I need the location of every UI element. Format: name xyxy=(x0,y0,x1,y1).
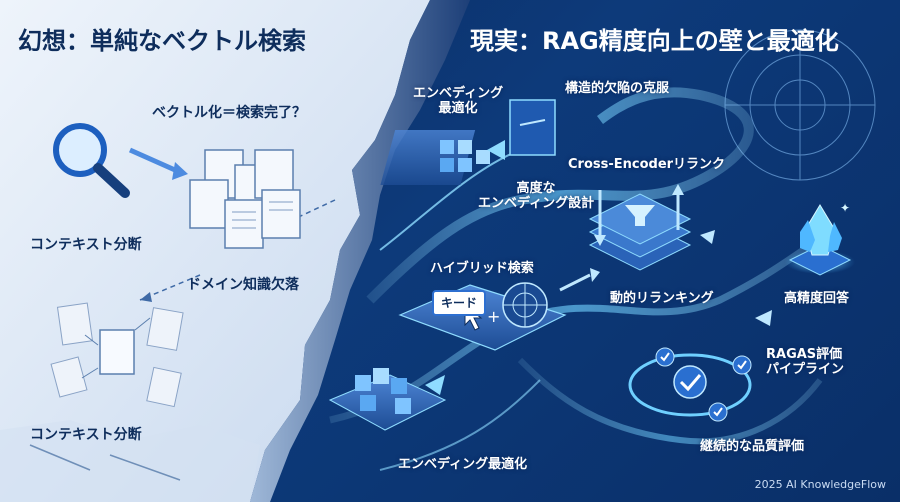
layer-stack-icon xyxy=(588,193,692,271)
advanced-line1: 高度な xyxy=(516,181,556,196)
ragas-line2: パイプライン xyxy=(766,361,845,377)
continuous-eval-label: 継続的な品質評価 xyxy=(700,439,805,454)
question-label: ベクトル化＝検索完了？ xyxy=(152,105,306,121)
left-panel xyxy=(0,0,430,502)
radar-icon xyxy=(502,282,548,328)
embed-opt-top-line2: 最適化 xyxy=(438,100,478,116)
footer-credit: 2025 AI KnowledgeFlow xyxy=(754,478,886,492)
svg-text:✦: ✦ xyxy=(840,201,850,215)
domain-gap-label: ドメイン知識欠落 xyxy=(187,277,299,293)
left-title: 幻想：単純なベクトル検索 xyxy=(18,27,306,55)
magnifier-icon xyxy=(53,123,130,198)
check-cycle-icon xyxy=(628,347,752,422)
ragas-line1: RAGAS評価 xyxy=(766,347,843,362)
context-split-label-top: コンテキスト分断 xyxy=(30,237,142,253)
svg-text:+: + xyxy=(487,307,500,326)
advanced-line2: エンベディング設計 xyxy=(478,195,595,211)
hybrid-search-label: ハイブリッド検索 xyxy=(430,261,534,276)
scattered-documents-icon xyxy=(50,302,184,408)
embed-opt-top-label: エンベディング 最適化 xyxy=(413,86,504,117)
advanced-embedding-label: 高度な エンベディング設計 xyxy=(478,181,595,212)
right-title: 現実：RAG精度向上の壁と最適化 xyxy=(470,27,839,55)
dynamic-rerank-label: 動的リランキング xyxy=(610,291,714,306)
ragas-label: RAGAS評価 パイプライン xyxy=(766,347,845,378)
crystal-icon: ✦ xyxy=(785,201,855,276)
funnel-icon xyxy=(625,205,655,226)
keyword-input: キード xyxy=(432,290,486,316)
cross-encoder-label: Cross-Encoderリランク xyxy=(568,157,726,172)
embed-opt-top-line1: エンベディング xyxy=(413,86,504,101)
context-split-label-bottom: コンテキスト分断 xyxy=(30,427,142,443)
embed-opt-bottom-label: エンベディング最適化 xyxy=(398,457,528,472)
cube-cluster-icon xyxy=(328,368,447,431)
cube-cluster-icon xyxy=(380,99,556,185)
radar-icon xyxy=(724,29,876,181)
structural-gap-label: 構造的欠陥の克服 xyxy=(565,81,670,96)
document-stack-icon xyxy=(189,149,301,249)
high-precision-label: 高精度回答 xyxy=(784,291,850,306)
cliff-edge xyxy=(250,0,470,502)
